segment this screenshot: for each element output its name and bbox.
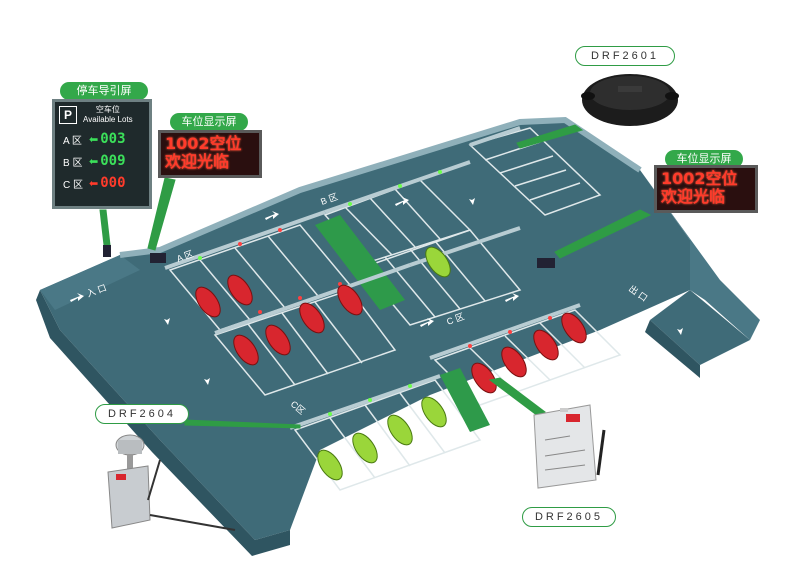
sensor-puck-device <box>581 74 679 126</box>
device-label-drf2601: DRF2601 <box>575 46 675 66</box>
guide-panel-header: P 空车位 Available Lots <box>55 102 149 128</box>
available-lots-en: Available Lots <box>83 115 133 124</box>
guide-screen-callout: 停车导引屏 <box>60 82 148 100</box>
cars-green <box>317 246 451 481</box>
left-arrow-icon: ⬅ <box>89 133 99 146</box>
green-lane-b <box>315 215 405 310</box>
guide-zone-count: 000 <box>100 175 126 191</box>
space-led-right: 1002空位 欢迎光临 <box>654 165 758 213</box>
pointer-lines <box>99 124 652 429</box>
guide-zone-label: B 区 <box>63 157 83 169</box>
space-display-right-callout: 车位显示屏 <box>665 150 743 168</box>
sign-post-right <box>537 258 555 268</box>
available-lots-cn: 空车位 <box>95 105 120 114</box>
parking-p-icon: P <box>59 106 77 124</box>
direction-arrows <box>70 190 683 385</box>
led-left-line2: 欢迎光临 <box>165 151 230 171</box>
guide-row: B 区 ⬅009 <box>55 150 149 172</box>
guide-zone-count: 009 <box>100 153 126 169</box>
left-arrow-icon: ⬅ <box>89 155 99 168</box>
guide-row: C 区 ⬅000 <box>55 172 149 194</box>
guide-zone-count: 003 <box>100 131 126 147</box>
led-right-line2: 欢迎光临 <box>661 186 726 206</box>
parking-floor <box>36 120 760 556</box>
device-label-drf2605: DRF2605 <box>522 507 616 527</box>
controller-box-device <box>533 404 606 489</box>
sign-post-left <box>150 253 166 263</box>
green-lane-c <box>440 368 490 432</box>
space-display-left-callout: 车位显示屏 <box>170 113 248 131</box>
lamp-controller-device <box>107 434 236 531</box>
device-label-drf2604: DRF2604 <box>95 404 189 424</box>
cars-red <box>195 274 587 394</box>
guide-row: A 区 ⬅003 <box>55 128 149 150</box>
led-right-line1: 1002空位 <box>661 169 738 188</box>
bays-b-top <box>468 127 602 216</box>
sign-post-entrance <box>103 245 111 257</box>
led-left-line1: 1002空位 <box>165 134 242 153</box>
guide-zone-label: A 区 <box>63 135 82 147</box>
space-led-left: 1002空位 欢迎光临 <box>158 130 262 178</box>
guide-zone-label: C 区 <box>63 179 83 191</box>
left-arrow-icon: ⬅ <box>89 177 99 190</box>
